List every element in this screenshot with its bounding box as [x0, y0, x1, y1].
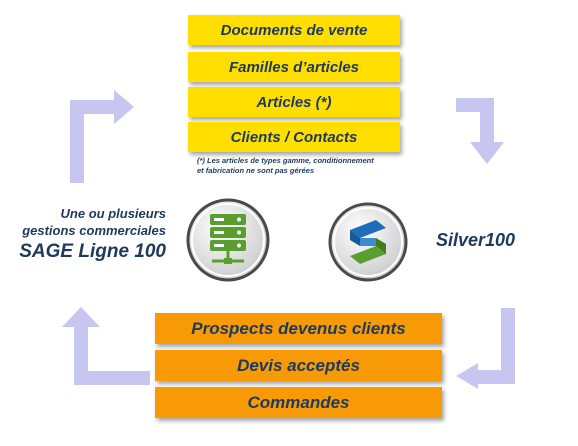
sage-label: Une ou plusieurs gestions commerciales S… [19, 205, 166, 264]
box-label: Commandes [247, 392, 350, 412]
box-articles: Articles (*) [188, 87, 400, 117]
box-clients-contacts: Clients / Contacts [188, 122, 400, 152]
box-label: Prospects devenus clients [191, 318, 406, 338]
box-label: Clients / Contacts [230, 128, 358, 146]
arrow-up-right-icon [70, 90, 134, 183]
box-prospects-devenus-clients: Prospects devenus clients [155, 313, 442, 344]
sage-label-line-2: gestions commerciales [22, 223, 166, 238]
arrow-right-down-icon [456, 98, 504, 164]
arrow-left-up-icon [62, 307, 150, 385]
sage-label-line-1: Une ou plusieurs [60, 206, 166, 221]
silver100-label: Silver100 [436, 230, 516, 250]
box-devis-acceptes: Devis acceptés [155, 350, 442, 381]
box-label: Articles (*) [256, 93, 332, 111]
box-label: Documents de vente [220, 21, 368, 39]
arrow-down-left-icon [456, 308, 515, 389]
server-database-icon [186, 198, 270, 282]
box-documents-de-vente: Documents de vente [188, 15, 400, 45]
articles-note: (*) Les articles de types gamme, conditi… [197, 156, 407, 176]
box-commandes: Commandes [155, 387, 442, 418]
note-line-1: (*) Les articles de types gamme, conditi… [197, 156, 374, 165]
note-line-2: et fabrication ne sont pas gérées [197, 166, 315, 175]
silver-s-logo-icon [328, 202, 408, 282]
sage-label-line-3: SAGE Ligne 100 [19, 241, 166, 262]
box-familles-articles: Familles d’articles [188, 52, 400, 82]
box-label: Devis acceptés [237, 355, 360, 375]
box-label: Familles d’articles [228, 58, 360, 76]
